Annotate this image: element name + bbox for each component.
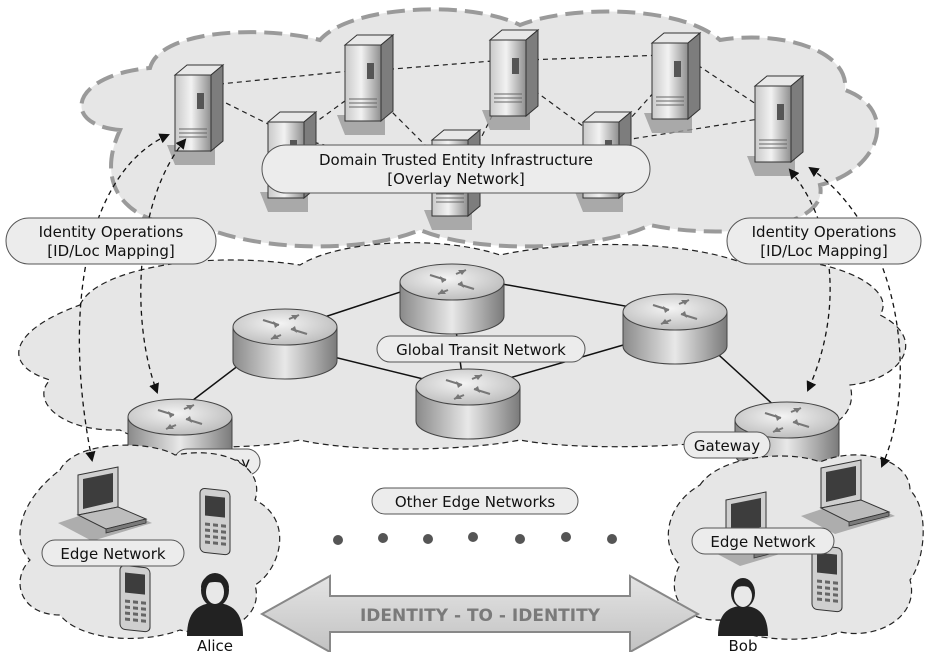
person-icon: [187, 573, 243, 636]
ellipsis-dots: [333, 532, 617, 545]
person-icon: [718, 578, 768, 636]
mobile-phone-icon: [119, 564, 151, 633]
mobile-phone-icon: [199, 487, 231, 556]
user-label-bob: Bob: [729, 637, 758, 652]
server-icon: [746, 75, 804, 177]
svg-text:Edge Network: Edge Network: [60, 545, 165, 563]
identity-to-identity-arrow: IDENTITY - TO - IDENTITY: [259, 574, 701, 652]
svg-text:Edge Network: Edge Network: [710, 533, 815, 551]
svg-text:[ID/Loc Mapping]: [ID/Loc Mapping]: [760, 242, 887, 260]
svg-text:Identity Operations: Identity Operations: [39, 223, 184, 241]
server-icon: [481, 29, 539, 131]
identity-arrow-label: IDENTITY - TO - IDENTITY: [360, 606, 601, 626]
svg-text:Other Edge Networks: Other Edge Networks: [395, 493, 556, 511]
overlay-subtitle: [Overlay Network]: [387, 170, 524, 188]
mobile-phone-icon: [811, 544, 843, 613]
router-icon: [622, 293, 728, 365]
router-icon: [399, 263, 505, 335]
gateway-label-right: Gateway: [683, 431, 771, 459]
server-icon: [643, 32, 701, 134]
server-icon: [166, 64, 224, 166]
svg-text:Identity Operations: Identity Operations: [752, 223, 897, 241]
edge-network-label-left: Edge Network: [41, 539, 185, 567]
svg-text:[ID/Loc Mapping]: [ID/Loc Mapping]: [47, 242, 174, 260]
overlay-label: Domain Trusted Entity Infrastructure [Ov…: [261, 144, 651, 194]
svg-text:Gateway: Gateway: [694, 437, 760, 455]
transit-label-text: Global Transit Network: [396, 341, 566, 359]
router-icon: [415, 368, 521, 440]
overlay-title: Domain Trusted Entity Infrastructure: [319, 151, 593, 169]
user-label-alice: Alice: [197, 637, 233, 652]
edge-network-label-right: Edge Network: [691, 527, 835, 555]
other-edge-networks-label: Other Edge Networks: [371, 487, 579, 515]
router-icon: [232, 308, 338, 380]
server-icon: [336, 34, 394, 136]
transit-label: Global Transit Network: [376, 335, 586, 363]
identity-ops-label-left: Identity Operations [ID/Loc Mapping]: [5, 217, 217, 265]
identity-ops-label-right: Identity Operations [ID/Loc Mapping]: [726, 217, 922, 265]
